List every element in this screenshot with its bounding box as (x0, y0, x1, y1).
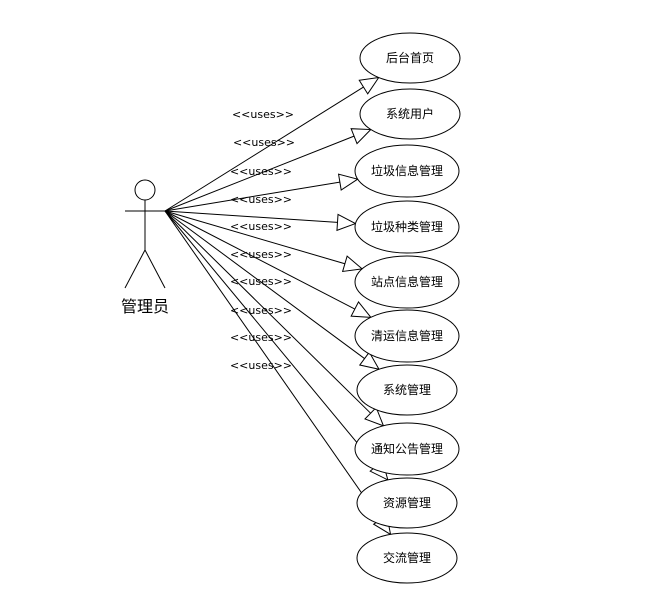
hollow-arrowhead (358, 76, 380, 95)
use-case-ellipse (354, 200, 460, 254)
hollow-arrowhead (364, 406, 385, 427)
use-case-label: 站点信息管理 (371, 274, 443, 289)
association-2 (164, 128, 372, 212)
use-case-7: 系统管理 (356, 364, 458, 416)
use-case-label: 交流管理 (383, 550, 431, 565)
relation-labels: <<uses>> <<uses>> <<uses>> <<uses>> <<uses>>… (230, 108, 295, 372)
association-line (164, 135, 355, 212)
use-case-ellipse (359, 32, 461, 84)
use-case-ellipse (356, 477, 458, 529)
hollow-arrowhead (350, 128, 372, 145)
association-6 (164, 210, 372, 318)
actor-figure: 管理员 (121, 179, 169, 316)
uses-label: <<uses>> (230, 359, 292, 372)
use-case-ellipse (354, 309, 460, 363)
association-line (164, 210, 346, 265)
association-line (164, 210, 338, 223)
use-case-label: 垃圾信息管理 (371, 163, 443, 178)
use-case-6: 清运信息管理 (354, 309, 460, 363)
association-4 (164, 210, 357, 232)
use-case-8: 通知公告管理 (354, 422, 460, 476)
use-case-4: 垃圾种类管理 (354, 200, 460, 254)
use-case-1: 后台首页 (359, 32, 461, 84)
association-line (164, 86, 364, 212)
use-case-label: 通知公告管理 (371, 441, 443, 456)
use-case-9: 资源管理 (356, 477, 458, 529)
use-case-ellipse (354, 144, 460, 198)
association-8 (164, 210, 385, 427)
uses-label: <<uses>> (230, 304, 292, 317)
hollow-arrowhead (341, 255, 364, 273)
uses-label: <<uses>> (233, 136, 295, 149)
actor-name: 管理员 (121, 297, 169, 316)
uses-label: <<uses>> (232, 108, 294, 121)
use-case-label: 后台首页 (386, 50, 434, 65)
use-case-ellipse (354, 422, 460, 476)
hollow-arrowhead (358, 351, 380, 371)
actor-head (134, 179, 156, 201)
association-line (164, 210, 371, 414)
uses-label: <<uses>> (230, 248, 292, 261)
association-line (164, 181, 340, 212)
association-1 (164, 76, 380, 212)
use-case-label: 资源管理 (383, 495, 431, 510)
actor-left-leg (124, 249, 146, 289)
uses-label: <<uses>> (230, 220, 292, 233)
uses-label: <<uses>> (230, 275, 292, 288)
use-case-10: 交流管理 (356, 532, 458, 584)
hollow-arrowhead (337, 173, 359, 191)
uses-label: <<uses>> (230, 193, 292, 206)
use-case-ellipse (356, 364, 458, 416)
use-case-label: 系统管理 (383, 382, 431, 397)
association-line (164, 210, 365, 359)
use-case-ellipse (359, 88, 461, 140)
use-cases: 后台首页系统用户垃圾信息管理垃圾种类管理站点信息管理清运信息管理系统管理通知公告… (354, 32, 461, 584)
association-line (164, 210, 381, 520)
association-5 (164, 210, 364, 273)
actor-right-leg (144, 249, 166, 289)
use-case-2: 系统用户 (359, 88, 461, 140)
association-7 (164, 210, 380, 371)
association-3 (164, 173, 359, 212)
hollow-arrowhead (336, 213, 357, 232)
hollow-arrowhead (350, 301, 372, 318)
use-case-3: 垃圾信息管理 (354, 144, 460, 198)
use-case-label: 垃圾种类管理 (371, 219, 443, 234)
use-case-5: 站点信息管理 (354, 255, 460, 309)
use-case-label: 系统用户 (386, 106, 434, 121)
uses-label: <<uses>> (230, 165, 292, 178)
uses-label: <<uses>> (230, 331, 292, 344)
association-line (164, 210, 377, 467)
use-case-ellipse (354, 255, 460, 309)
use-case-label: 清运信息管理 (371, 328, 443, 343)
use-case-ellipse (356, 532, 458, 584)
association-line (164, 210, 356, 310)
